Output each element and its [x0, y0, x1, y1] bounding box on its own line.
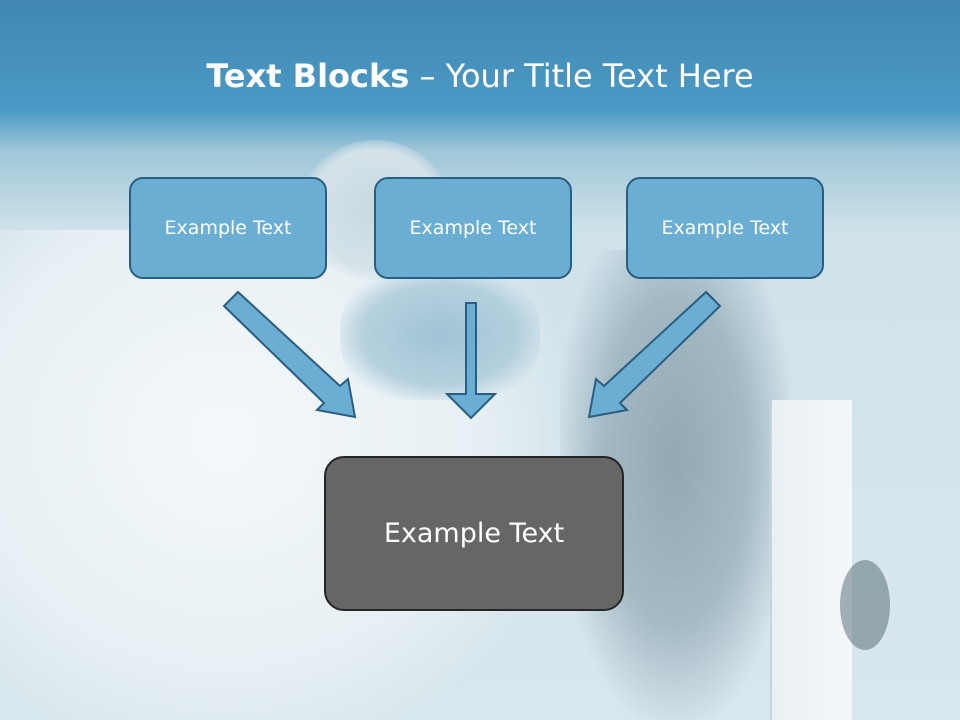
arrow-left	[222, 290, 357, 419]
text-block-2-label: Example Text	[409, 217, 537, 239]
center-text-block-label: Example Text	[383, 518, 565, 549]
slide-title[interactable]: Text Blocks – Your Title Text Here	[0, 50, 960, 102]
text-block-1[interactable]: Example Text	[129, 177, 327, 279]
text-block-2[interactable]: Example Text	[374, 177, 572, 279]
title-rest-text: – Your Title Text Here	[409, 57, 754, 95]
text-block-1-label: Example Text	[164, 217, 292, 239]
text-block-3[interactable]: Example Text	[626, 177, 824, 279]
background-microscope-arm	[770, 400, 852, 720]
background-microscope-knob	[840, 560, 890, 650]
text-block-3-label: Example Text	[661, 217, 789, 239]
background-glove	[340, 270, 540, 400]
arrow-middle	[444, 302, 498, 420]
center-text-block[interactable]: Example Text	[324, 456, 624, 611]
arrow-right	[587, 290, 722, 419]
title-bold-text: Text Blocks	[206, 57, 410, 95]
